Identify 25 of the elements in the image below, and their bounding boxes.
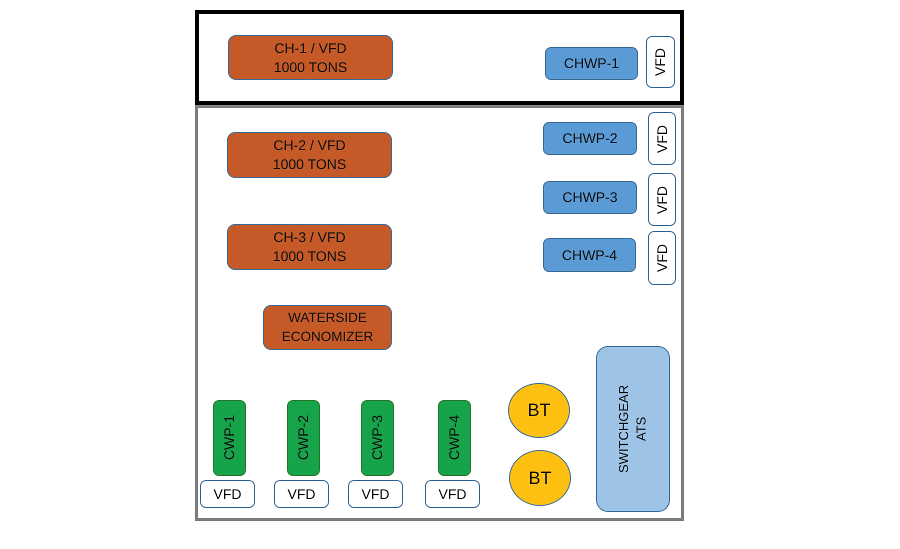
drive-unit: VFD <box>274 480 329 508</box>
drive-unit: VFD <box>425 480 480 508</box>
chiller-unit: CH-2 / VFD 1000 TONS <box>227 132 392 178</box>
drive-unit: VFD <box>648 231 676 285</box>
chiller-unit: CH-1 / VFD 1000 TONS <box>228 35 393 80</box>
pump-unit: CHWP-2 <box>543 122 637 155</box>
pump-unit: CHWP-4 <box>543 238 636 272</box>
drive-unit: VFD <box>648 173 676 226</box>
drive-unit: VFD <box>646 36 675 88</box>
tank-circle: BT <box>508 383 570 438</box>
drive-unit: VFD <box>648 112 676 165</box>
pump-unit: CWP-1 <box>213 400 246 476</box>
pump-unit: CWP-2 <box>287 400 320 476</box>
room-outline <box>195 10 684 105</box>
economizer-unit: WATERSIDE ECONOMIZER <box>263 305 392 350</box>
drive-unit: VFD <box>200 480 255 508</box>
pump-unit: CHWP-1 <box>545 47 638 80</box>
drive-unit: VFD <box>348 480 403 508</box>
chiller-unit: CH-3 / VFD 1000 TONS <box>227 224 392 270</box>
pump-unit: CWP-3 <box>361 400 394 476</box>
pump-unit: CWP-4 <box>438 400 471 476</box>
tank-circle: BT <box>509 450 571 506</box>
switchgear-unit: SWITCHGEAR ATS <box>596 346 670 512</box>
pump-unit: CHWP-3 <box>543 181 637 214</box>
room-outline <box>195 105 684 521</box>
